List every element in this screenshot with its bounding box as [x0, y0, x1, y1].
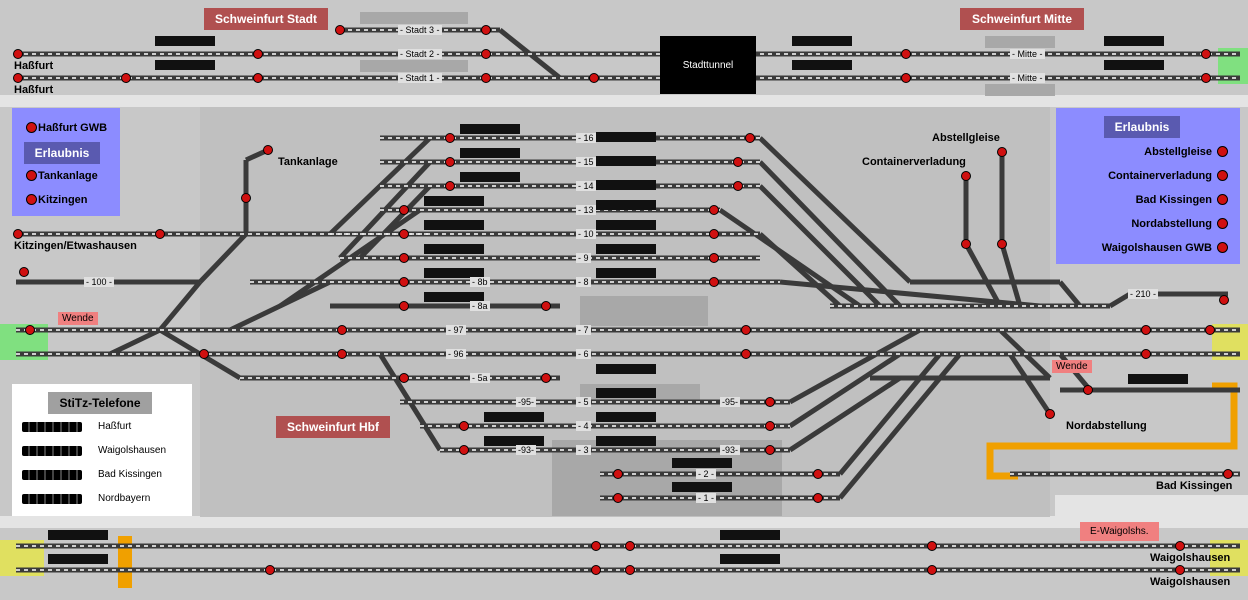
right-panel-item-bad-kissingen[interactable]: Bad Kissingen: [1135, 194, 1212, 206]
wende-left: Wende: [58, 312, 98, 325]
label-waigolshausen-2: Waigolshausen: [1150, 576, 1231, 588]
track-label-8: - 8: [576, 277, 591, 287]
phone-panel-title: StiTz-Telefone: [48, 392, 152, 414]
e-waigolshausen: E-Waigolshs.: [1080, 522, 1159, 541]
phone-item-nordbayern[interactable]: Nordbayern: [98, 493, 151, 504]
left-panel-item-kitzingen[interactable]: Kitzingen: [38, 194, 88, 206]
phone-item-bad-kissingen[interactable]: Bad Kissingen: [98, 469, 162, 480]
track-label-93-right: -93-: [720, 445, 741, 455]
track-label-2: - 2 -: [696, 469, 717, 479]
station-schweinfurt-stadt: Schweinfurt Stadt: [204, 8, 328, 30]
label-tankanlage: Tankanlage: [278, 156, 338, 168]
left-permission-panel: Haßfurt GWB Erlaubnis Tankanlage Kitzing…: [12, 108, 120, 216]
track-label-10: - 10: [576, 229, 596, 239]
signal-icon: [26, 194, 37, 205]
station-schweinfurt-mitte: Schweinfurt Mitte: [960, 8, 1084, 30]
label-containerverladung: Containerverladung: [862, 156, 966, 168]
label-abstellgleise: Abstellgleise: [932, 132, 1000, 144]
track-label-8a: - 8a: [470, 301, 490, 311]
phone-item-hassfurt[interactable]: Haßfurt: [98, 421, 132, 432]
track-label-mitte-2: - Mitte -: [1010, 73, 1045, 83]
signal-icon: [1217, 218, 1228, 229]
phone-icon[interactable]: [22, 470, 82, 480]
label-bad-kissingen: Bad Kissingen: [1156, 480, 1233, 492]
track-label-96: - 96: [446, 349, 466, 359]
track-label-95-left: -95-: [516, 397, 537, 407]
signal-icon: [1217, 170, 1228, 181]
right-panel-item-containerverladung[interactable]: Containerverladung: [1108, 170, 1212, 182]
label-kitzingen: Kitzingen/Etwashausen: [14, 240, 137, 252]
left-panel-item-tankanlage[interactable]: Tankanlage: [38, 170, 98, 182]
track-label-mitte-1: - Mitte -: [1010, 49, 1045, 59]
track-label-5a: - 5a: [470, 373, 490, 383]
track-label-stadt3: - Stadt 3 -: [398, 25, 442, 35]
track-label-7: - 7: [576, 325, 591, 335]
signal-icon: [1217, 242, 1228, 253]
track-label-13: - 13: [576, 205, 596, 215]
signal-icon: [1217, 194, 1228, 205]
track-label-93-left: -93-: [516, 445, 537, 455]
phone-panel: StiTz-Telefone Haßfurt Waigolshausen Bad…: [12, 384, 192, 516]
track-label-95-right: -95-: [720, 397, 741, 407]
wende-right: Wende: [1052, 360, 1092, 373]
track-label-210: - 210 -: [1128, 289, 1159, 299]
phone-icon[interactable]: [22, 422, 82, 432]
signal-icon: [1217, 146, 1228, 157]
track-label-6: - 6: [576, 349, 591, 359]
stadttunnel: Stadttunnel: [660, 36, 756, 94]
right-permission-panel: Erlaubnis Abstellgleise Containerverladu…: [1056, 108, 1240, 264]
track-label-15: - 15: [576, 157, 596, 167]
phone-icon[interactable]: [22, 446, 82, 456]
track-label-97: - 97: [446, 325, 466, 335]
stadttunnel-label: Stadttunnel: [682, 60, 734, 71]
right-panel-item-nordabstellung[interactable]: Nordabstellung: [1131, 218, 1212, 230]
label-nordabstellung: Nordabstellung: [1066, 420, 1147, 432]
track-label-14: - 14: [576, 181, 596, 191]
label-hassfurt-2: Haßfurt: [14, 84, 54, 96]
left-panel-item-hassfurt-gwb[interactable]: Haßfurt GWB: [38, 122, 108, 134]
phone-item-waigolshausen[interactable]: Waigolshausen: [98, 445, 167, 456]
track-label-1: - 1 -: [696, 493, 717, 503]
left-erlaubnis-button[interactable]: Erlaubnis: [24, 142, 100, 164]
station-schweinfurt-hbf: Schweinfurt Hbf: [276, 416, 390, 438]
right-panel-item-abstellgleise[interactable]: Abstellgleise: [1144, 146, 1212, 158]
track-label-stadt2: - Stadt 2 -: [398, 49, 442, 59]
track-label-stadt1: - Stadt 1 -: [398, 73, 442, 83]
track-label-8b: - 8b: [470, 277, 490, 287]
phone-icon[interactable]: [22, 494, 82, 504]
track-label-100: - 100 -: [84, 277, 115, 287]
track-label-4: - 4: [576, 421, 591, 431]
label-waigolshausen-1: Waigolshausen: [1150, 552, 1231, 564]
track-label-9: - 9: [576, 253, 591, 263]
track-label-3: - 3: [576, 445, 591, 455]
track-label-16: - 16: [576, 133, 596, 143]
right-panel-item-waigolshausen-gwb[interactable]: Waigolshausen GWB: [1101, 242, 1212, 254]
label-hassfurt-1: Haßfurt: [14, 60, 54, 72]
signal-icon: [26, 122, 37, 133]
track-label-5: - 5: [576, 397, 591, 407]
right-erlaubnis-button[interactable]: Erlaubnis: [1104, 116, 1180, 138]
signal-icon: [26, 170, 37, 181]
